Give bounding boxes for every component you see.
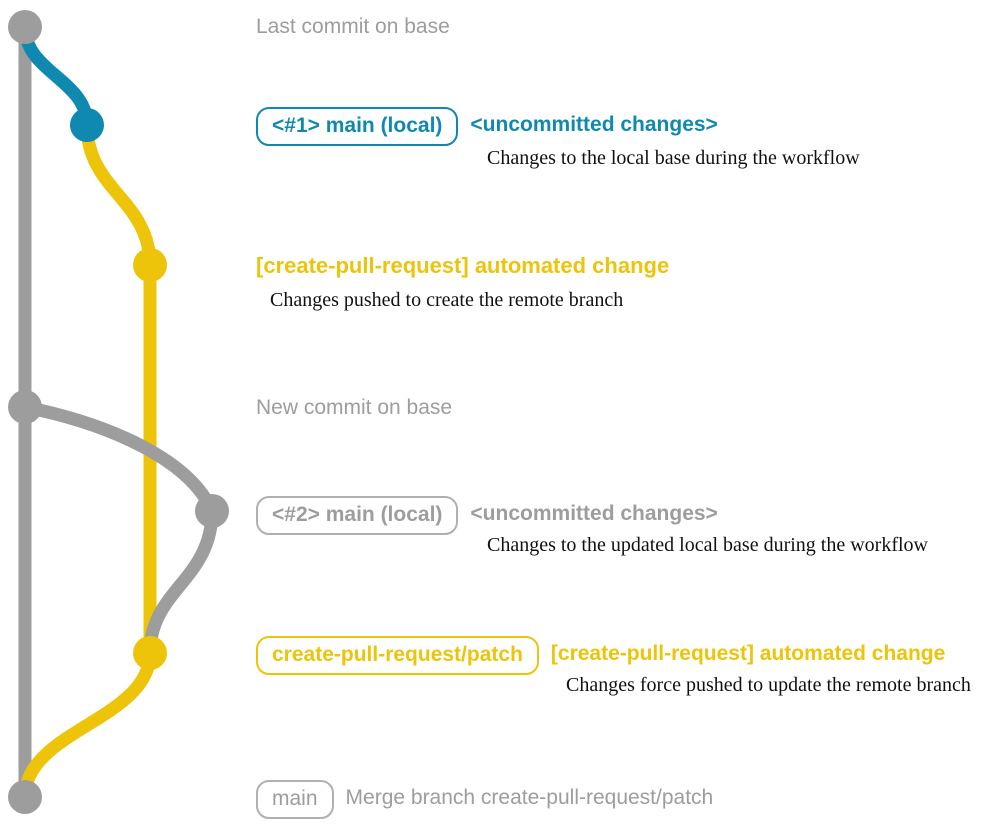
ref-pill-main-local-2[interactable]: <#2> main (local) xyxy=(256,496,459,535)
commit-note-local-1: Changes to the local base during the wor… xyxy=(487,147,860,169)
commit-subject: Last commit on base xyxy=(256,15,450,38)
commit-note-patch-2: Changes force pushed to update the remot… xyxy=(566,674,971,696)
commit-row-new-commit-on-base: New commit on base xyxy=(256,395,452,421)
edge-patch2-to-merge xyxy=(18,646,157,804)
edge-base-to-local2 xyxy=(18,400,219,518)
commit-row-last-commit-on-base: Last commit on base xyxy=(256,14,450,40)
commit-subject-patch-1: [create-pull-request] automated change xyxy=(256,253,670,278)
commit-subject: New commit on base xyxy=(256,396,453,419)
commit-node-new-commit-on-base xyxy=(8,390,42,424)
commit-node-patch-2 xyxy=(133,636,167,670)
edge-local1-to-patch1 xyxy=(80,118,157,272)
commit-row-merge: main Merge branch create-pull-request/pa… xyxy=(256,780,713,819)
commit-row-patch-2: create-pull-request/patch [create-pull-r… xyxy=(256,636,945,675)
commit-row-local-2: <#2> main (local) <uncommitted changes> xyxy=(256,496,718,535)
commit-node-patch-1 xyxy=(133,248,167,282)
commit-row-local-1: <#1> main (local) <uncommitted changes> xyxy=(256,107,718,146)
commit-node-local-2 xyxy=(195,494,229,528)
commit-note-patch-1: Changes pushed to create the remote bran… xyxy=(270,289,624,311)
commit-node-last-commit-on-base xyxy=(8,10,42,44)
commit-node-local-1 xyxy=(70,108,104,142)
edge-local2-to-patch2 xyxy=(143,504,219,660)
commit-subject: <uncommitted changes> xyxy=(470,502,718,525)
commit-node-merge xyxy=(8,780,42,814)
commit-subject: Merge branch create-pull-request/patch xyxy=(345,786,714,809)
ref-pill-main-local-1[interactable]: <#1> main (local) xyxy=(256,107,459,146)
commit-subject: <uncommitted changes> xyxy=(470,113,718,136)
ref-pill-main[interactable]: main xyxy=(256,780,334,819)
commit-subject: [create-pull-request] automated change xyxy=(550,642,946,665)
git-graph xyxy=(8,10,229,814)
commit-note-local-2: Changes to the updated local base during… xyxy=(487,534,928,556)
ref-pill-create-pull-request-patch[interactable]: create-pull-request/patch xyxy=(256,636,539,675)
